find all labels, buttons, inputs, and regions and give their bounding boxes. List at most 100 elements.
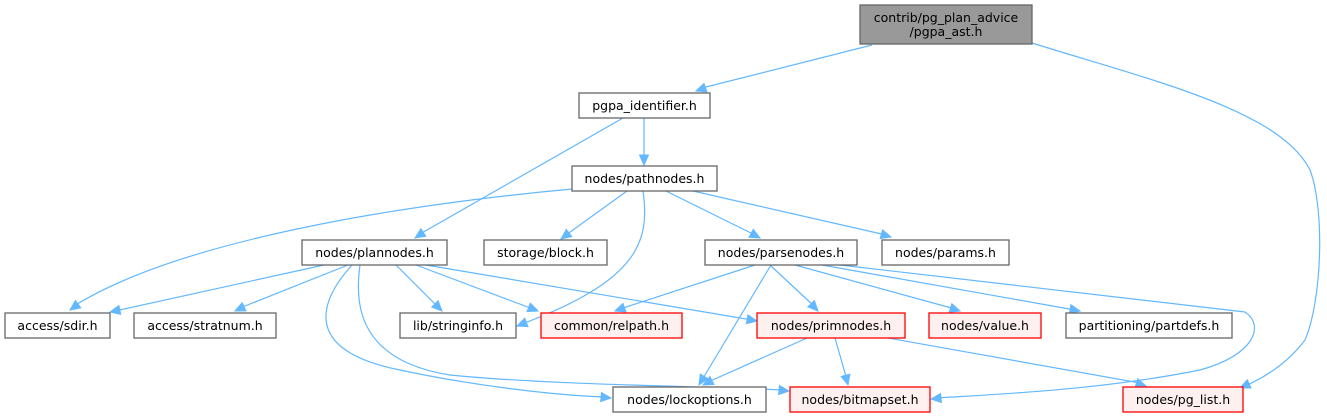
- node-partdefs[interactable]: partitioning/partdefs.h: [1065, 312, 1233, 339]
- arrowhead-icon: [778, 384, 791, 396]
- node-params[interactable]: nodes/params.h: [881, 239, 1010, 266]
- arrowhead-icon: [698, 373, 709, 387]
- edge-line: [565, 190, 628, 236]
- edge-pathnodes-to-stringinfo: [515, 190, 646, 328]
- node-box: [4, 312, 111, 339]
- edge-line: [701, 264, 772, 381]
- arrowhead-icon: [948, 302, 962, 313]
- node-box: [859, 4, 1033, 45]
- edge-primnodes-to-pg_list: [887, 337, 1148, 389]
- node-box: [301, 239, 448, 266]
- node-box: [1122, 386, 1244, 413]
- node-pathnodes[interactable]: nodes/pathnodes.h: [571, 165, 718, 192]
- arrowhead-icon: [69, 299, 82, 311]
- edge-parsenodes-to-partdefs: [821, 264, 1082, 315]
- arrowhead-icon: [840, 373, 851, 387]
- node-box: [789, 386, 931, 413]
- node-block[interactable]: storage/block.h: [483, 239, 608, 266]
- node-parsenodes[interactable]: nodes/parsenodes.h: [704, 239, 858, 266]
- edge-line: [821, 264, 1076, 311]
- node-box: [756, 312, 906, 339]
- arrowhead-icon: [806, 299, 819, 312]
- edge-plannodes-to-sdir: [108, 264, 325, 315]
- edge-line: [395, 264, 439, 308]
- node-value[interactable]: nodes/value.h: [928, 312, 1042, 339]
- node-box: [540, 312, 683, 339]
- node-label: nodes/parsenodes.h: [718, 245, 844, 260]
- edge-pathnodes-to-block: [560, 190, 628, 240]
- edge-line: [839, 264, 1255, 399]
- node-pg-list[interactable]: nodes/pg_list.h: [1122, 386, 1244, 413]
- node-box: [704, 239, 858, 266]
- edge-line: [701, 44, 873, 89]
- node-label: contrib/pg_plan_advice: [874, 10, 1019, 25]
- node-box: [612, 386, 767, 413]
- arrowhead-icon: [748, 228, 762, 239]
- edge-pgpa_identifier-to-pathnodes: [638, 118, 650, 167]
- arrowhead-icon: [108, 304, 122, 315]
- arrowhead-icon: [1068, 303, 1082, 315]
- edge-line: [692, 190, 887, 236]
- node-box: [578, 92, 711, 119]
- node-box: [483, 239, 608, 266]
- node-label: storage/block.h: [497, 245, 594, 260]
- edge-line: [887, 337, 1141, 384]
- arrowhead-icon: [413, 227, 427, 239]
- edge-line: [415, 264, 534, 310]
- node-bitmapset[interactable]: nodes/bitmapset.h: [789, 386, 931, 413]
- arrowhead-icon: [929, 392, 942, 404]
- arrowhead-icon: [430, 299, 443, 312]
- edge-plannodes-to-lockoptions: [325, 264, 613, 403]
- node-label: nodes/bitmapset.h: [802, 392, 919, 407]
- edge-parsenodes-to-primnodes: [769, 264, 819, 312]
- edge-line: [794, 264, 956, 310]
- arrowhead-icon: [879, 229, 893, 240]
- edge-pathnodes-to-parsenodes: [665, 190, 762, 239]
- edge-parsenodes-to-value: [794, 264, 962, 313]
- edge-line: [419, 117, 624, 235]
- edge-root-to-pg_list: [1031, 42, 1321, 389]
- edge-parsenodes-to-lockoptions: [698, 264, 772, 387]
- edge-line: [425, 264, 753, 321]
- node-label: nodes/plannodes.h: [315, 245, 434, 260]
- edge-line: [239, 264, 349, 309]
- edge-plannodes-to-relpath: [415, 264, 540, 313]
- node-primnodes[interactable]: nodes/primnodes.h: [756, 312, 906, 339]
- node-sdir[interactable]: access/sdir.h: [4, 312, 111, 339]
- node-label: lib/stringinfo.h: [413, 318, 503, 333]
- edge-primnodes-to-lockoptions: [701, 337, 808, 386]
- node-label: nodes/pathnodes.h: [585, 171, 705, 186]
- edge-line: [73, 188, 573, 307]
- edge-line: [665, 190, 756, 236]
- arrowhead-icon: [638, 154, 650, 167]
- nodes-layer: contrib/pg_plan_advice/pgpa_ast.h pgpa_id…: [4, 4, 1244, 413]
- node-pgpa-identifier[interactable]: pgpa_identifier.h: [578, 92, 711, 119]
- node-box: [881, 239, 1010, 266]
- edge-line: [325, 264, 606, 398]
- edge-line: [834, 337, 848, 381]
- edge-root-to-pgpa_identifier: [694, 44, 873, 93]
- edge-pathnodes-to-params: [692, 190, 893, 240]
- node-label: nodes/params.h: [895, 245, 996, 260]
- arrowhead-icon: [745, 313, 759, 325]
- node-plannodes[interactable]: nodes/plannodes.h: [301, 239, 448, 266]
- arrowhead-icon: [694, 82, 708, 93]
- edge-plannodes-to-primnodes: [425, 264, 759, 325]
- edge-pathnodes-to-sdir: [69, 188, 573, 311]
- node-stringinfo[interactable]: lib/stringinfo.h: [399, 312, 517, 339]
- edge-line: [1031, 42, 1321, 387]
- arrowhead-icon: [701, 375, 715, 386]
- node-label: nodes/pg_list.h: [1136, 392, 1230, 407]
- node-label: nodes/value.h: [941, 318, 1029, 333]
- edge-parsenodes-to-bitmapset: [839, 264, 1255, 404]
- node-relpath[interactable]: common/relpath.h: [540, 312, 683, 339]
- node-root[interactable]: contrib/pg_plan_advice/pgpa_ast.h: [859, 4, 1033, 45]
- node-lockoptions[interactable]: nodes/lockoptions.h: [612, 386, 767, 413]
- arrowhead-icon: [515, 317, 529, 328]
- edge-line: [521, 190, 646, 325]
- node-box: [571, 165, 718, 192]
- node-box: [399, 312, 517, 339]
- edge-parsenodes-to-relpath: [613, 264, 756, 313]
- edge-plannodes-to-stratnum: [233, 264, 349, 312]
- node-stratnum[interactable]: access/stratnum.h: [133, 312, 277, 339]
